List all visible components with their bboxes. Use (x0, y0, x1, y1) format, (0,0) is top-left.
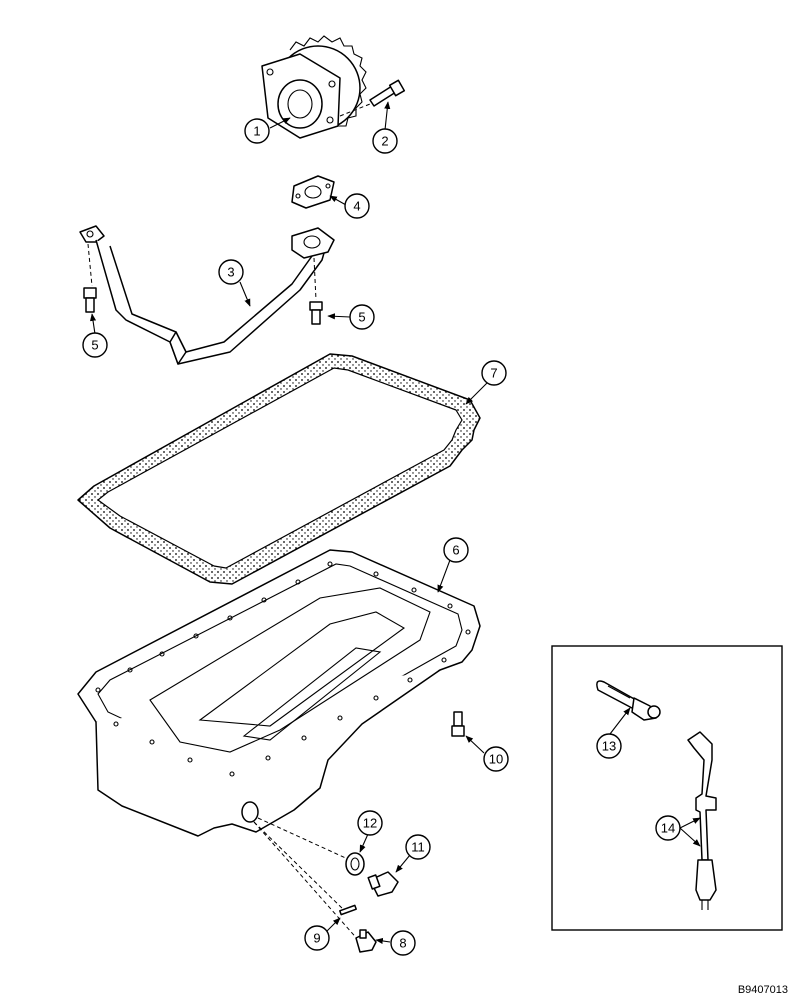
callout-8: 8 (390, 930, 416, 956)
svg-text:8: 8 (399, 936, 406, 951)
callout-10: 10 (483, 746, 509, 772)
fitting (355, 929, 377, 953)
callout-5-right: 5 (349, 304, 375, 330)
callout-13: 13 (596, 733, 622, 759)
drain-washer (345, 852, 365, 876)
drain-plug (367, 871, 399, 897)
pan-plug-10 (451, 711, 465, 737)
svg-text:7: 7 (490, 366, 497, 381)
svg-text:4: 4 (353, 199, 360, 214)
callout-9: 9 (304, 925, 330, 951)
tube-screw-right (309, 301, 323, 325)
callout-3: 3 (218, 259, 244, 285)
svg-text:2: 2 (381, 134, 388, 149)
callout-4: 4 (344, 193, 370, 219)
pump-gasket (291, 175, 335, 209)
suction-tube (79, 225, 335, 365)
callout-7: 7 (481, 360, 507, 386)
callout-11: 11 (405, 834, 431, 860)
svg-text:1: 1 (253, 124, 260, 139)
callout-6: 6 (443, 537, 469, 563)
svg-text:5: 5 (358, 310, 365, 325)
tube-screw-left (83, 287, 97, 313)
svg-text:10: 10 (489, 752, 503, 767)
pin (339, 904, 357, 916)
svg-text:14: 14 (661, 821, 675, 836)
svg-text:9: 9 (313, 931, 320, 946)
oil-pump (261, 35, 367, 139)
svg-text:12: 12 (363, 816, 377, 831)
callout-2: 2 (372, 128, 398, 154)
svg-text:3: 3 (227, 265, 234, 280)
callout-14: 14 (655, 815, 681, 841)
svg-text:5: 5 (91, 338, 98, 353)
inset-panel (551, 645, 783, 931)
leader-lines (89, 101, 701, 945)
pump-bolt (339, 79, 406, 117)
svg-text:11: 11 (411, 840, 425, 855)
callout-12: 12 (357, 810, 383, 836)
svg-text:13: 13 (602, 739, 616, 754)
callout-1: 1 (244, 118, 270, 144)
svg-text:6: 6 (452, 543, 459, 558)
oil-pan (77, 549, 481, 943)
dipstick-tube (687, 731, 717, 910)
oil-pan-gasket (77, 353, 481, 585)
callout-5-left: 5 (82, 332, 108, 358)
heater-element (596, 680, 661, 721)
figure-id: B9407013 (737, 984, 788, 996)
